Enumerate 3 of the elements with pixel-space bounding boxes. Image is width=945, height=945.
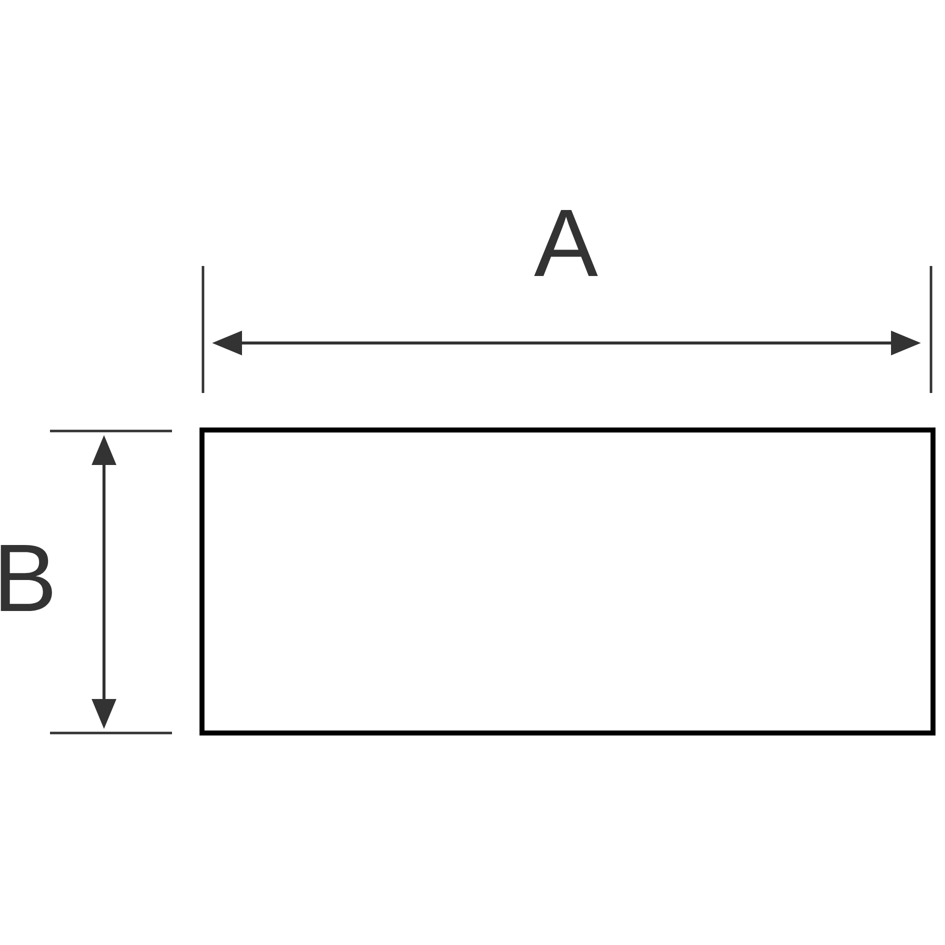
rectangle	[200, 428, 936, 736]
dimension-label: B	[0, 545, 52, 612]
dimension-label: A	[534, 210, 598, 276]
